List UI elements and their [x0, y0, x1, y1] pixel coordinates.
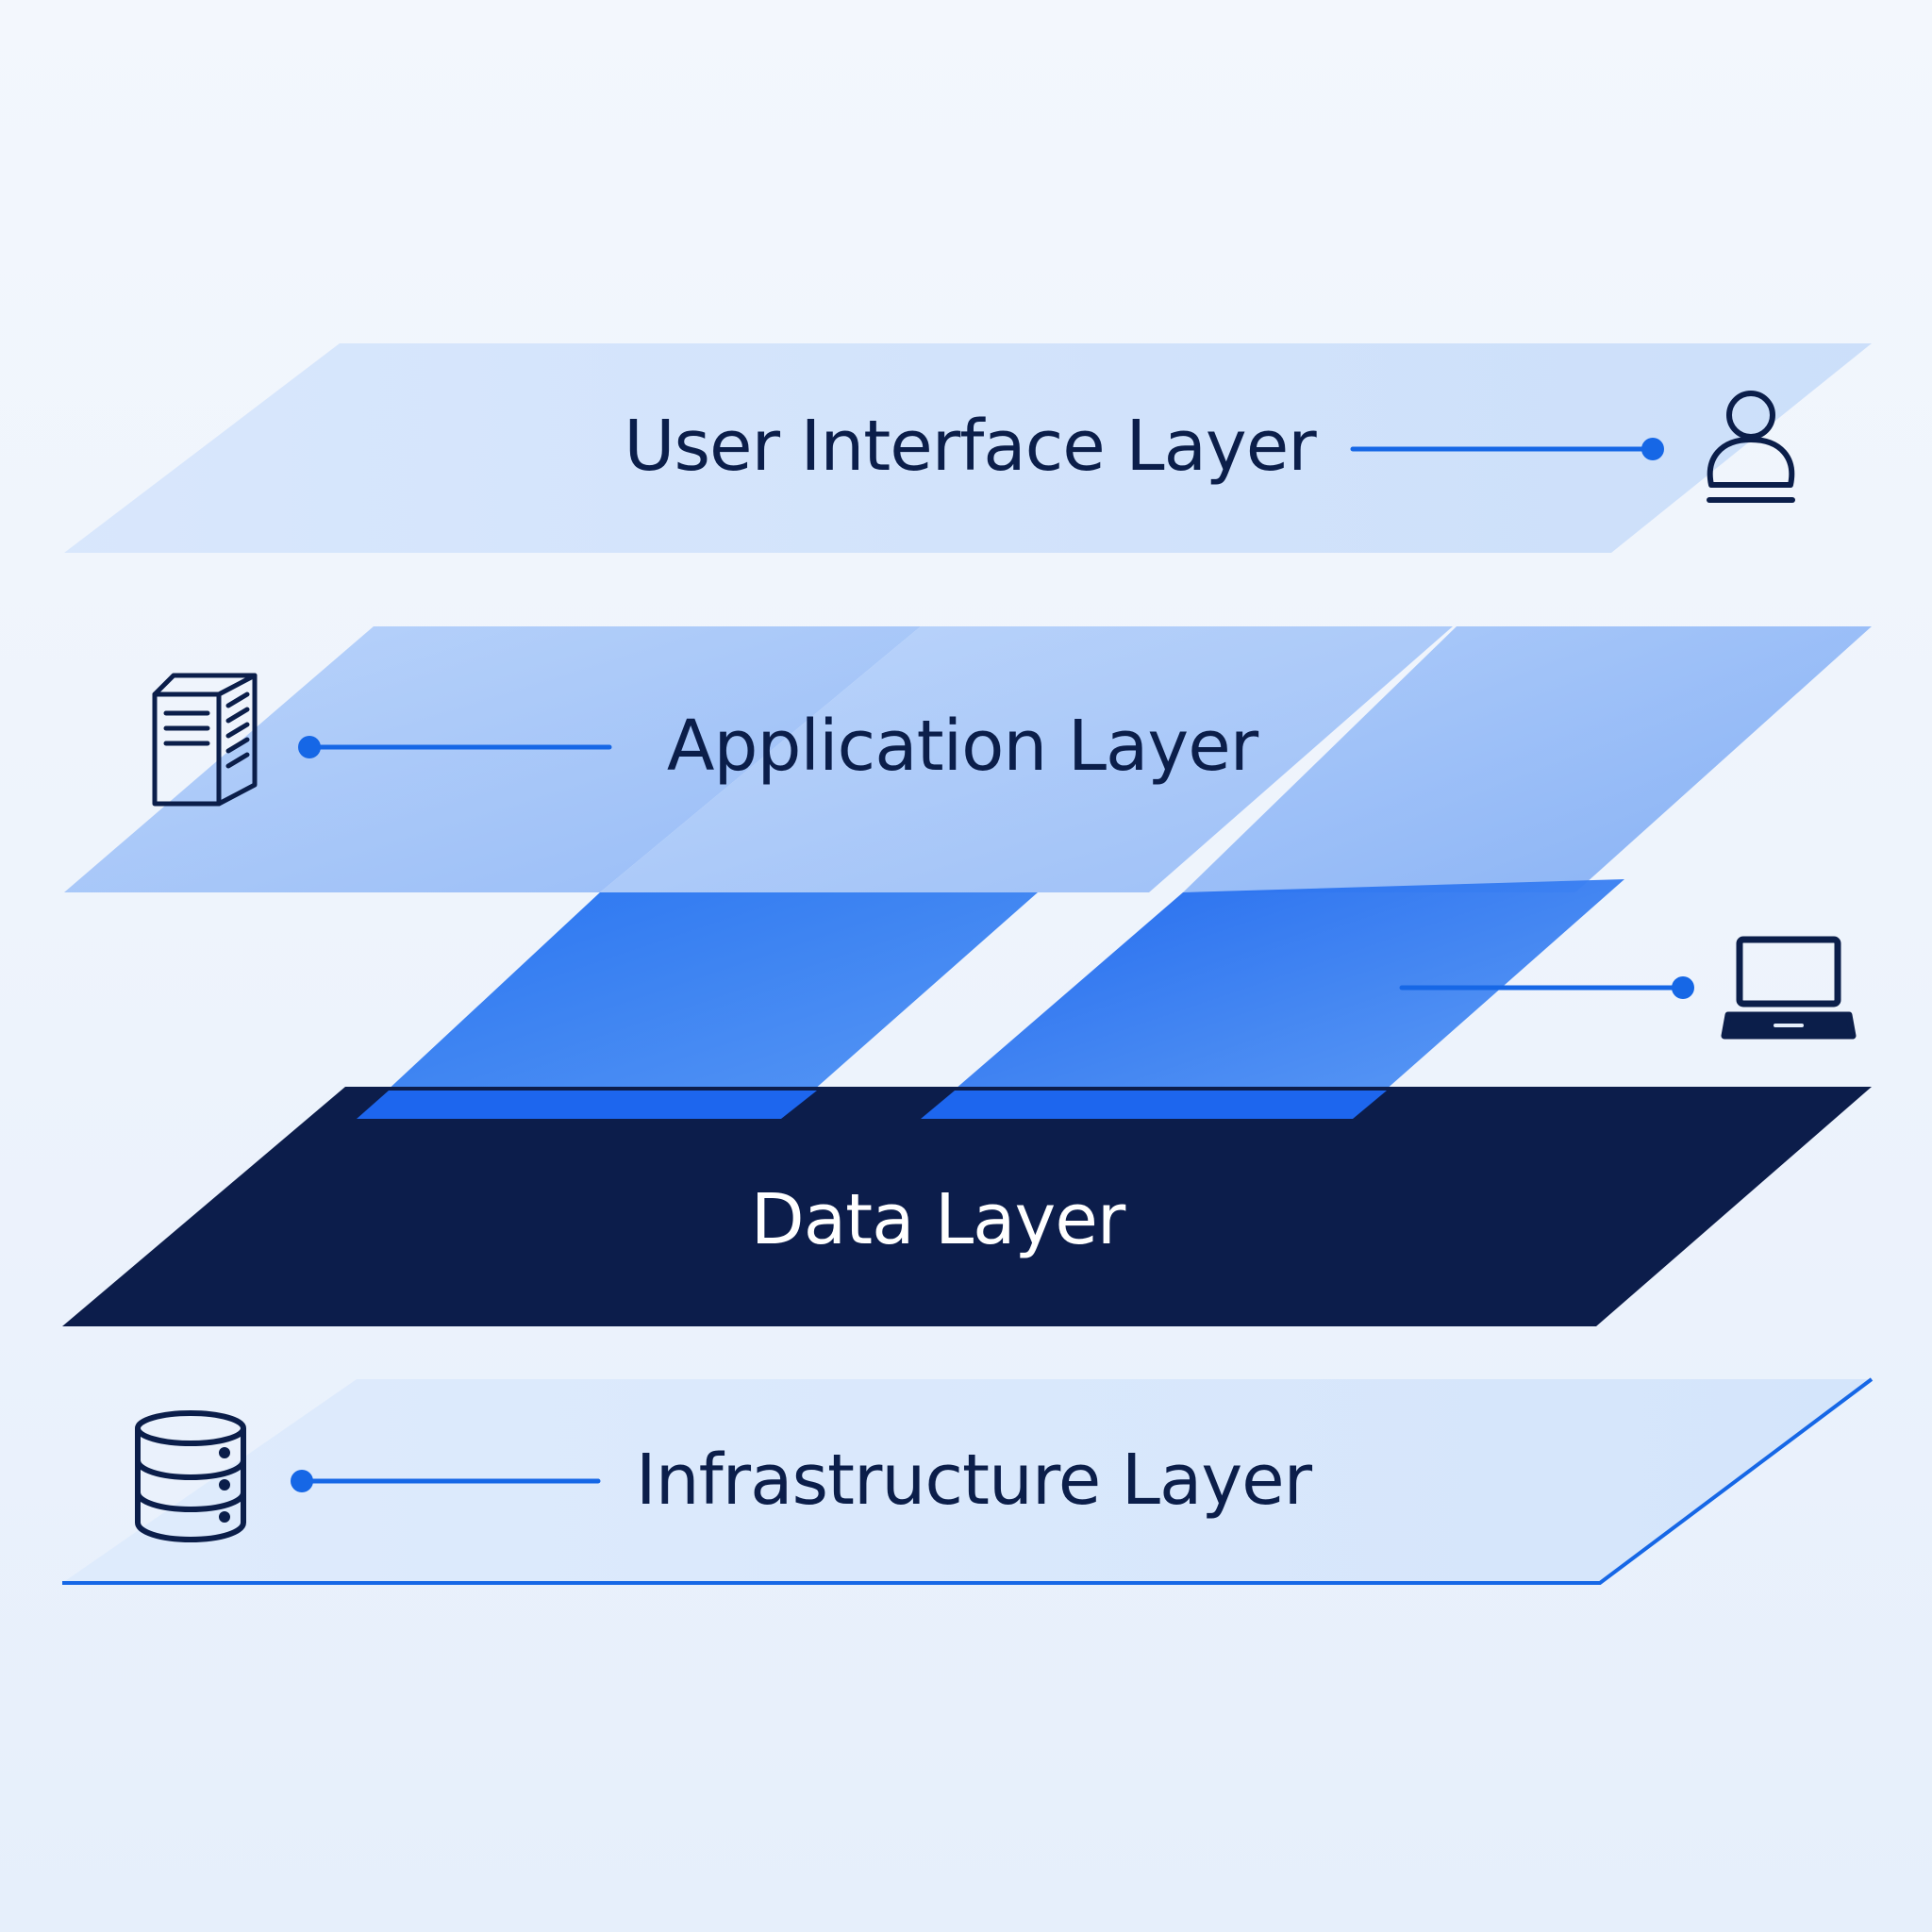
application-layer-label: Application Layer — [667, 706, 1259, 787]
infrastructure-layer: Infrastructure Layer — [62, 1377, 1874, 1585]
middle-plane-right — [921, 879, 1624, 1119]
user-interface-layer: User Interface Layer — [64, 343, 1872, 553]
database-icon — [135, 1410, 246, 1542]
laptop-icon — [1721, 936, 1857, 1040]
middle-plane-left-overlap — [357, 1091, 817, 1119]
user-interface-connector-dot — [1641, 438, 1664, 460]
user-interface-plane — [64, 343, 1872, 553]
application-plane-left — [64, 626, 921, 892]
data-layer: Data Layer — [62, 1087, 1872, 1326]
user-icon — [1707, 391, 1795, 503]
infrastructure-plane — [62, 1379, 1872, 1583]
server-icon — [152, 673, 258, 807]
data-plane — [62, 1087, 1872, 1326]
data-layer-label: Data Layer — [751, 1179, 1126, 1260]
user-interface-layer-label: User Interface Layer — [624, 406, 1317, 487]
middle-layer — [357, 879, 1857, 1119]
application-layer: Application Layer — [64, 626, 1872, 892]
middle-plane-left — [357, 892, 1038, 1119]
infrastructure-plane-edge — [62, 1377, 1874, 1585]
application-plane-center — [600, 626, 1453, 892]
application-plane-right — [1183, 626, 1872, 892]
laptop-connector-dot — [1672, 976, 1694, 999]
application-connector-dot — [298, 736, 321, 758]
infrastructure-connector-dot — [291, 1470, 313, 1492]
infrastructure-layer-label: Infrastructure Layer — [636, 1440, 1313, 1521]
middle-plane-right-overlap — [921, 1091, 1387, 1119]
